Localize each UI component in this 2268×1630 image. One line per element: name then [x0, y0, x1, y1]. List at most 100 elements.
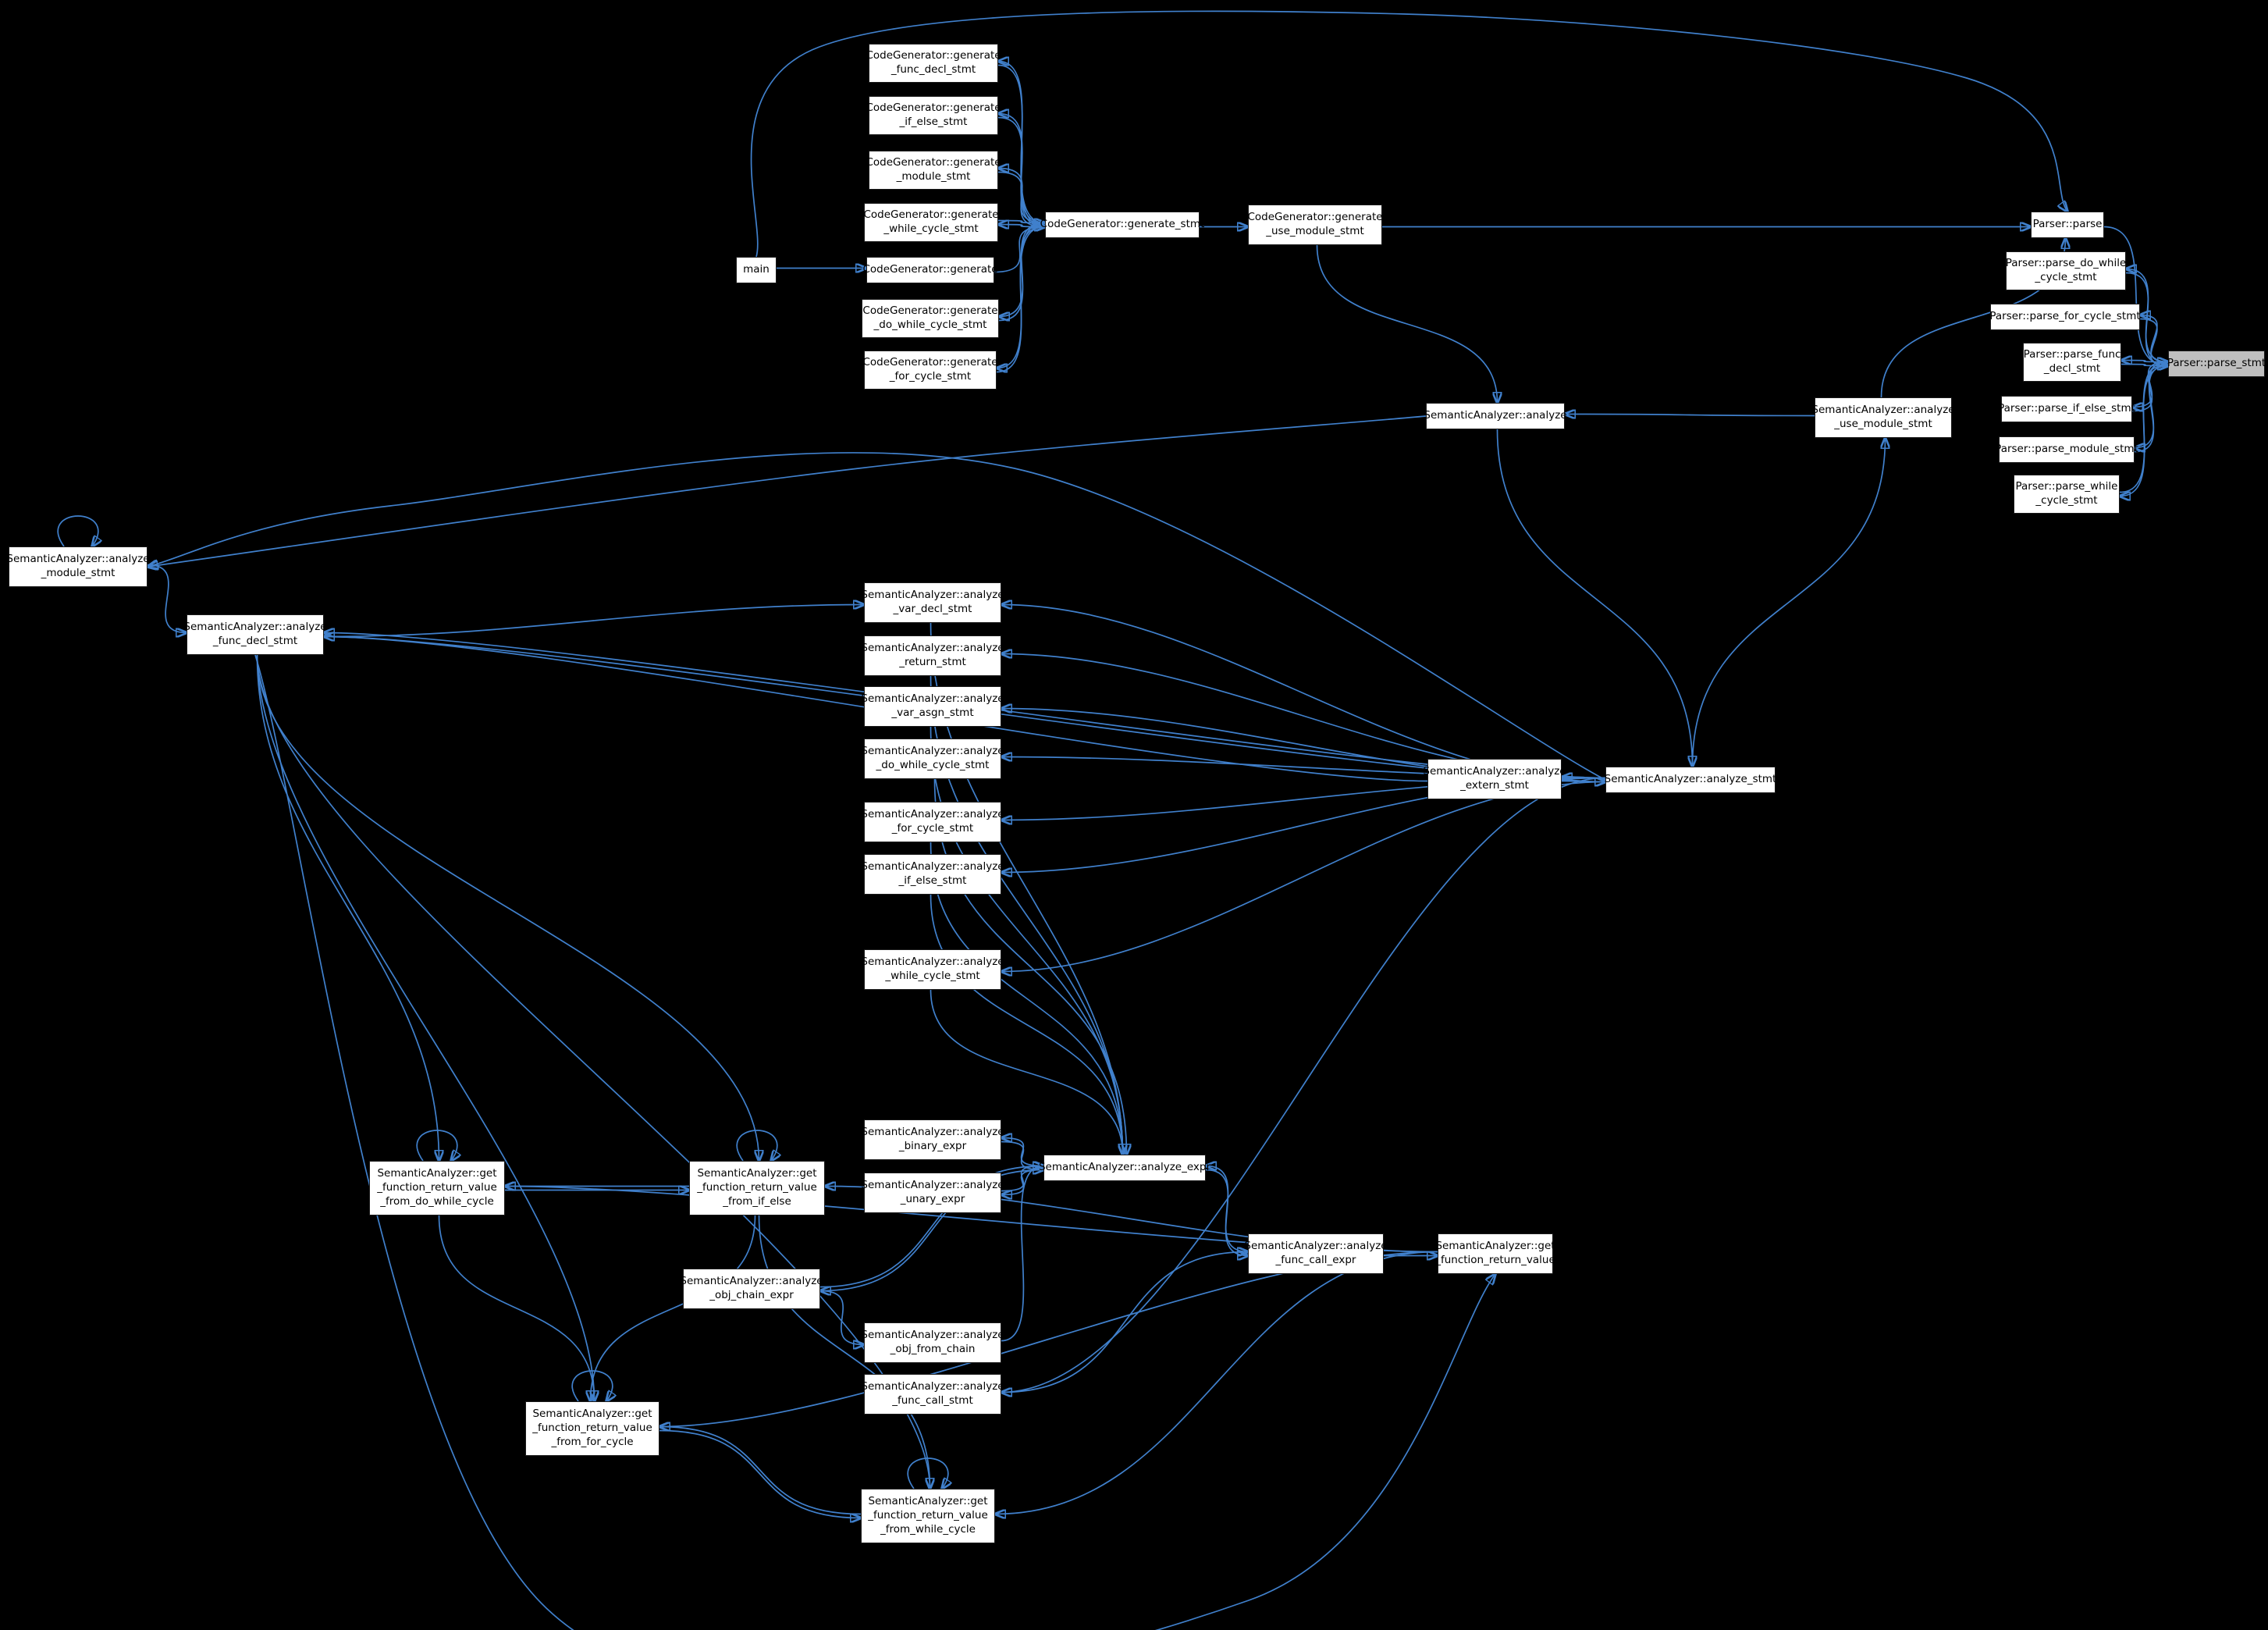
graph-node-sa-analyze-func-call-expr[interactable]: SemanticAnalyzer::analyze_func_call_expr — [1244, 1233, 1388, 1274]
graph-node-label-line: _var_asgn_stmt — [891, 706, 974, 719]
graph-node-label-line: _return_stmt — [899, 656, 966, 668]
graph-node-label-line: SemanticAnalyzer::get — [377, 1167, 497, 1180]
graph-node-sa-analyze-obj-chain-expr[interactable]: SemanticAnalyzer::analyze_obj_chain_expr — [680, 1269, 823, 1309]
graph-node-label-line: _function_return_value — [1435, 1254, 1555, 1266]
call-edge-sa-analyze-binary-expr-to-sa-analyze-expr — [1001, 1141, 1043, 1170]
graph-node-label-line: SemanticAnalyzer::analyze — [861, 589, 1004, 602]
graph-node-label-line: SemanticAnalyzer::analyze — [861, 745, 1004, 758]
graph-node-parser-parse-func-decl-stmt[interactable]: Parser::parse_func_decl_stmt — [2023, 343, 2121, 382]
call-edge-sa-analyze-module-stmt-to-sa-analyze-module-stmt — [57, 515, 98, 546]
graph-node-sa-analyze-var-decl-stmt[interactable]: SemanticAnalyzer::analyze_var_decl_stmt — [861, 582, 1004, 623]
call-edge-sa-analyze-to-sa-analyze-stmt — [1496, 429, 1693, 767]
graph-node-cg-generate-while-cycle-stmt[interactable]: CodeGenerator::generate_while_cycle_stmt — [863, 203, 999, 242]
graph-node-cg-generate-use-module-stmt[interactable]: CodeGenerator::generate_use_module_stmt — [1247, 205, 1383, 245]
graph-node-cg-generate-module-stmt[interactable]: CodeGenerator::generate_module_stmt — [866, 151, 1001, 190]
graph-node-sa-analyze-if-else-stmt[interactable]: SemanticAnalyzer::analyze_if_else_stmt — [861, 854, 1004, 895]
graph-node-label-line: Parser::parse_func — [2023, 348, 2121, 361]
graph-node-sa-analyze-obj-from-chain[interactable]: SemanticAnalyzer::analyze_obj_from_chain — [861, 1322, 1004, 1363]
graph-node-label-line: _while_cycle_stmt — [883, 222, 979, 235]
graph-node-parser-parse-stmt[interactable]: Parser::parse_stmt — [2167, 351, 2266, 377]
graph-node-cg-generate-stmt[interactable]: CodeGenerator::generate_stmt — [1040, 212, 1204, 238]
call-edge-sa-analyze-stmt-to-sa-analyze-while-cycle-stmt — [1001, 781, 1606, 972]
call-edge-sa-analyze-stmt-to-sa-analyze-use-module-stmt — [1691, 438, 1886, 767]
graph-node-parser-parse-do-while-cycle-stmt[interactable]: Parser::parse_do_while_cycle_stmt — [2006, 251, 2126, 290]
call-edge-sa-get-frv-from-if-else-to-sa-get-frv-from-if-else — [736, 1130, 777, 1161]
graph-node-label-line: _func_call_stmt — [892, 1394, 973, 1407]
graph-node-label-line: _obj_from_chain — [890, 1343, 976, 1355]
graph-node-sa-analyze-do-while-cycle-stmt[interactable]: SemanticAnalyzer::analyze_do_while_cycle… — [861, 738, 1004, 779]
graph-node-label-line: _do_while_cycle_stmt — [876, 759, 990, 771]
graph-node-label-line: _for_cycle_stmt — [889, 370, 972, 383]
graph-node-label-line: _binary_expr — [898, 1140, 967, 1152]
graph-node-label-line: _unary_expr — [900, 1193, 965, 1205]
graph-node-cg-generate-func-decl-stmt[interactable]: CodeGenerator::generate_func_decl_stmt — [866, 44, 1001, 83]
graph-node-parser-parse-if-else-stmt[interactable]: Parser::parse_if_else_stmt — [1998, 396, 2135, 422]
call-edge-sa-analyze-if-else-stmt-to-sa-analyze-expr — [930, 894, 1123, 1155]
graph-node-sa-analyze-func-call-stmt[interactable]: SemanticAnalyzer::analyze_func_call_stmt — [861, 1374, 1004, 1415]
graph-node-label-line: SemanticAnalyzer::analyze — [861, 1179, 1004, 1192]
graph-node-label-line: _for_cycle_stmt — [891, 822, 974, 835]
call-edge-sa-get-frv-from-for-cycle-to-sa-get-frv-from-while-cycle — [659, 1429, 861, 1518]
graph-node-label-line: _extern_stmt — [1460, 779, 1529, 792]
graph-node-sa-analyze-binary-expr[interactable]: SemanticAnalyzer::analyze_binary_expr — [861, 1119, 1004, 1160]
graph-node-sa-analyze-extern-stmt[interactable]: SemanticAnalyzer::analyze_extern_stmt — [1423, 759, 1566, 799]
graph-node-label-line: _func_decl_stmt — [890, 63, 976, 76]
graph-node-label-line: _func_call_expr — [1275, 1254, 1356, 1266]
graph-node-cg-generate-if-else-stmt[interactable]: CodeGenerator::generate_if_else_stmt — [866, 96, 1001, 135]
graph-node-sa-analyze-stmt[interactable]: SemanticAnalyzer::analyze_stmt — [1605, 767, 1776, 793]
graph-node-sa-get-frv-from-do-while-cycle[interactable]: SemanticAnalyzer::get_function_return_va… — [369, 1161, 505, 1215]
graph-node-parser-parse-for-cycle-stmt[interactable]: Parser::parse_for_cycle_stmt — [1989, 304, 2141, 330]
graph-node-label-line: _obj_chain_expr — [709, 1289, 794, 1301]
graph-node-label-line: main — [743, 263, 770, 276]
call-edge-parser-parse-stmt-to-parser-parse-for-cycle-stmt — [2140, 315, 2169, 363]
graph-node-sa-analyze-for-cycle-stmt[interactable]: SemanticAnalyzer::analyze_for_cycle_stmt — [861, 802, 1004, 842]
graph-node-label-line: _do_while_cycle_stmt — [873, 319, 987, 331]
graph-node-sa-analyze-return-stmt[interactable]: SemanticAnalyzer::analyze_return_stmt — [861, 635, 1004, 676]
graph-node-label-line: Parser::parse_for_cycle_stmt — [1989, 310, 2141, 323]
graph-node-sa-analyze-func-decl-stmt[interactable]: SemanticAnalyzer::analyze_func_decl_stmt — [183, 614, 327, 655]
graph-node-label-line: _from_do_while_cycle — [380, 1194, 494, 1208]
graph-node-sa-get-frv-from-if-else[interactable]: SemanticAnalyzer::get_function_return_va… — [689, 1161, 825, 1215]
graph-node-label-line: _cycle_stmt — [2035, 271, 2097, 283]
graph-node-label-line: _decl_stmt — [2043, 362, 2101, 375]
graph-node-cg-generate-for-cycle-stmt[interactable]: CodeGenerator::generate_for_cycle_stmt — [862, 351, 998, 390]
call-edge-sa-analyze-for-cycle-stmt-to-sa-analyze-expr — [930, 842, 1123, 1155]
call-edge-parser-parse-func-decl-stmt-to-parser-parse-stmt — [2120, 365, 2168, 366]
graph-node-label-line: Parser::parse_module_stmt — [1995, 443, 2138, 456]
graph-node-sa-analyze-while-cycle-stmt[interactable]: SemanticAnalyzer::analyze_while_cycle_st… — [861, 949, 1004, 990]
graph-node-label-line: _function_return_value — [868, 1509, 988, 1522]
graph-node-main[interactable]: main — [736, 257, 777, 283]
graph-node-sa-analyze-expr[interactable]: SemanticAnalyzer::analyze_expr — [1039, 1155, 1210, 1181]
graph-node-cg-generate[interactable]: CodeGenerator::generate — [862, 257, 998, 283]
graph-node-cg-generate-do-while-cycle-stmt[interactable]: CodeGenerator::generate_do_while_cycle_s… — [862, 299, 999, 338]
graph-node-sa-get-frv-from-for-cycle[interactable]: SemanticAnalyzer::get_function_return_va… — [525, 1401, 659, 1456]
call-edge-sa-analyze-func-decl-stmt-to-sa-get-function-return-value — [254, 654, 1495, 1630]
graph-node-sa-get-frv-from-while-cycle[interactable]: SemanticAnalyzer::get_function_return_va… — [861, 1489, 995, 1543]
graph-node-label-line: CodeGenerator::generate — [862, 304, 998, 318]
graph-node-label-line: SemanticAnalyzer::analyze — [861, 808, 1004, 821]
graph-node-sa-analyze-unary-expr[interactable]: SemanticAnalyzer::analyze_unary_expr — [861, 1173, 1004, 1213]
graph-node-sa-analyze-var-asgn-stmt[interactable]: SemanticAnalyzer::analyze_var_asgn_stmt — [861, 686, 1004, 727]
call-edge-sa-analyze-stmt-to-sa-analyze-var-decl-stmt — [1001, 605, 1606, 783]
call-edge-main-to-parser-parse — [750, 10, 2067, 258]
call-edge-sa-get-frv-from-for-cycle-to-sa-get-frv-from-for-cycle — [571, 1370, 612, 1401]
graph-node-sa-analyze-use-module-stmt[interactable]: SemanticAnalyzer::analyze_use_module_stm… — [1811, 397, 1955, 438]
graph-node-label-line: _if_else_stmt — [898, 874, 967, 887]
graph-node-label-line: CodeGenerator::generate — [866, 101, 1001, 115]
graph-node-label-line: _while_cycle_stmt — [885, 970, 980, 982]
graph-node-label-line: _if_else_stmt — [899, 116, 968, 128]
graph-node-sa-analyze[interactable]: SemanticAnalyzer::analyze — [1424, 403, 1567, 429]
graph-node-label-line: _from_for_cycle — [551, 1435, 634, 1448]
call-edge-sa-analyze-func-decl-stmt-to-sa-get-frv-from-if-else — [256, 654, 759, 1161]
graph-node-parser-parse-while-cycle-stmt[interactable]: Parser::parse_while_cycle_stmt — [2014, 475, 2120, 514]
graph-node-sa-get-function-return-value[interactable]: SemanticAnalyzer::get_function_return_va… — [1435, 1233, 1555, 1274]
graph-node-sa-analyze-module-stmt[interactable]: SemanticAnalyzer::analyze_module_stmt — [6, 546, 150, 587]
graph-node-label-line: SemanticAnalyzer::analyze_expr — [1038, 1161, 1211, 1174]
graph-node-parser-parse-module-stmt[interactable]: Parser::parse_module_stmt — [1995, 436, 2138, 463]
graph-node-label-line: SemanticAnalyzer::analyze — [861, 956, 1004, 969]
graph-node-parser-parse[interactable]: Parser::parse — [2031, 212, 2104, 238]
call-edge-sa-analyze-func-call-expr-to-sa-analyze-expr — [1206, 1166, 1249, 1253]
call-edge-parser-parse-to-parser-parse-stmt — [2103, 226, 2168, 366]
